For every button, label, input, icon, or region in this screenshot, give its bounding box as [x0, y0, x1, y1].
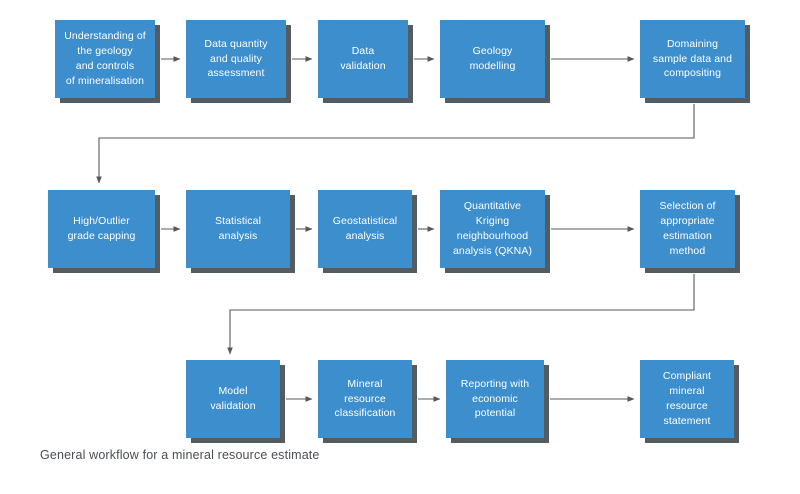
- node-label: Selection of appropriate estimation meth…: [659, 200, 716, 257]
- node-label: Statistical analysis: [214, 215, 262, 242]
- node-model-validation[interactable]: Model validation: [186, 360, 280, 438]
- node-compliant-mineral-resource-statement[interactable]: Compliant mineral resource statement: [640, 360, 734, 438]
- node-label: Data quantity and quality assessment: [204, 37, 268, 80]
- connector-n5-n6: [96, 104, 695, 184]
- node-label: Domaining sample data and compositing: [652, 37, 733, 80]
- node-reporting-economic-potential[interactable]: Reporting with economic potential: [446, 360, 544, 438]
- node-understanding-geology[interactable]: Understanding of the geology and control…: [55, 20, 155, 98]
- node-statistical-analysis[interactable]: Statistical analysis: [186, 190, 290, 268]
- node-label: Quantitative Kriging neighbourhood analy…: [452, 200, 533, 257]
- node-geology-modelling[interactable]: Geology modelling: [440, 20, 545, 98]
- node-geostatistical-analysis[interactable]: Geostatistical analysis: [318, 190, 412, 268]
- node-label: Geostatistical analysis: [332, 215, 398, 242]
- connector-n10-n11: [227, 274, 695, 355]
- node-label: Understanding of the geology and control…: [64, 30, 146, 87]
- node-label: Data validation: [340, 45, 386, 72]
- node-label: High/Outlier grade capping: [67, 215, 136, 242]
- node-label: Model validation: [210, 385, 256, 412]
- node-data-validation[interactable]: Data validation: [318, 20, 408, 98]
- node-label: Mineral resource classification: [334, 377, 396, 420]
- node-label: Compliant mineral resource statement: [662, 370, 712, 427]
- node-selection-estimation-method[interactable]: Selection of appropriate estimation meth…: [640, 190, 735, 268]
- node-qkna[interactable]: Quantitative Kriging neighbourhood analy…: [440, 190, 545, 268]
- node-label: Geology modelling: [469, 45, 516, 72]
- node-domaining-sample-data[interactable]: Domaining sample data and compositing: [640, 20, 745, 98]
- diagram-caption: General workflow for a mineral resource …: [40, 448, 320, 462]
- node-high-outlier-grade-capping[interactable]: High/Outlier grade capping: [48, 190, 155, 268]
- node-mineral-resource-classification[interactable]: Mineral resource classification: [318, 360, 412, 438]
- node-label: Reporting with economic potential: [460, 377, 530, 420]
- node-data-quantity-quality[interactable]: Data quantity and quality assessment: [186, 20, 286, 98]
